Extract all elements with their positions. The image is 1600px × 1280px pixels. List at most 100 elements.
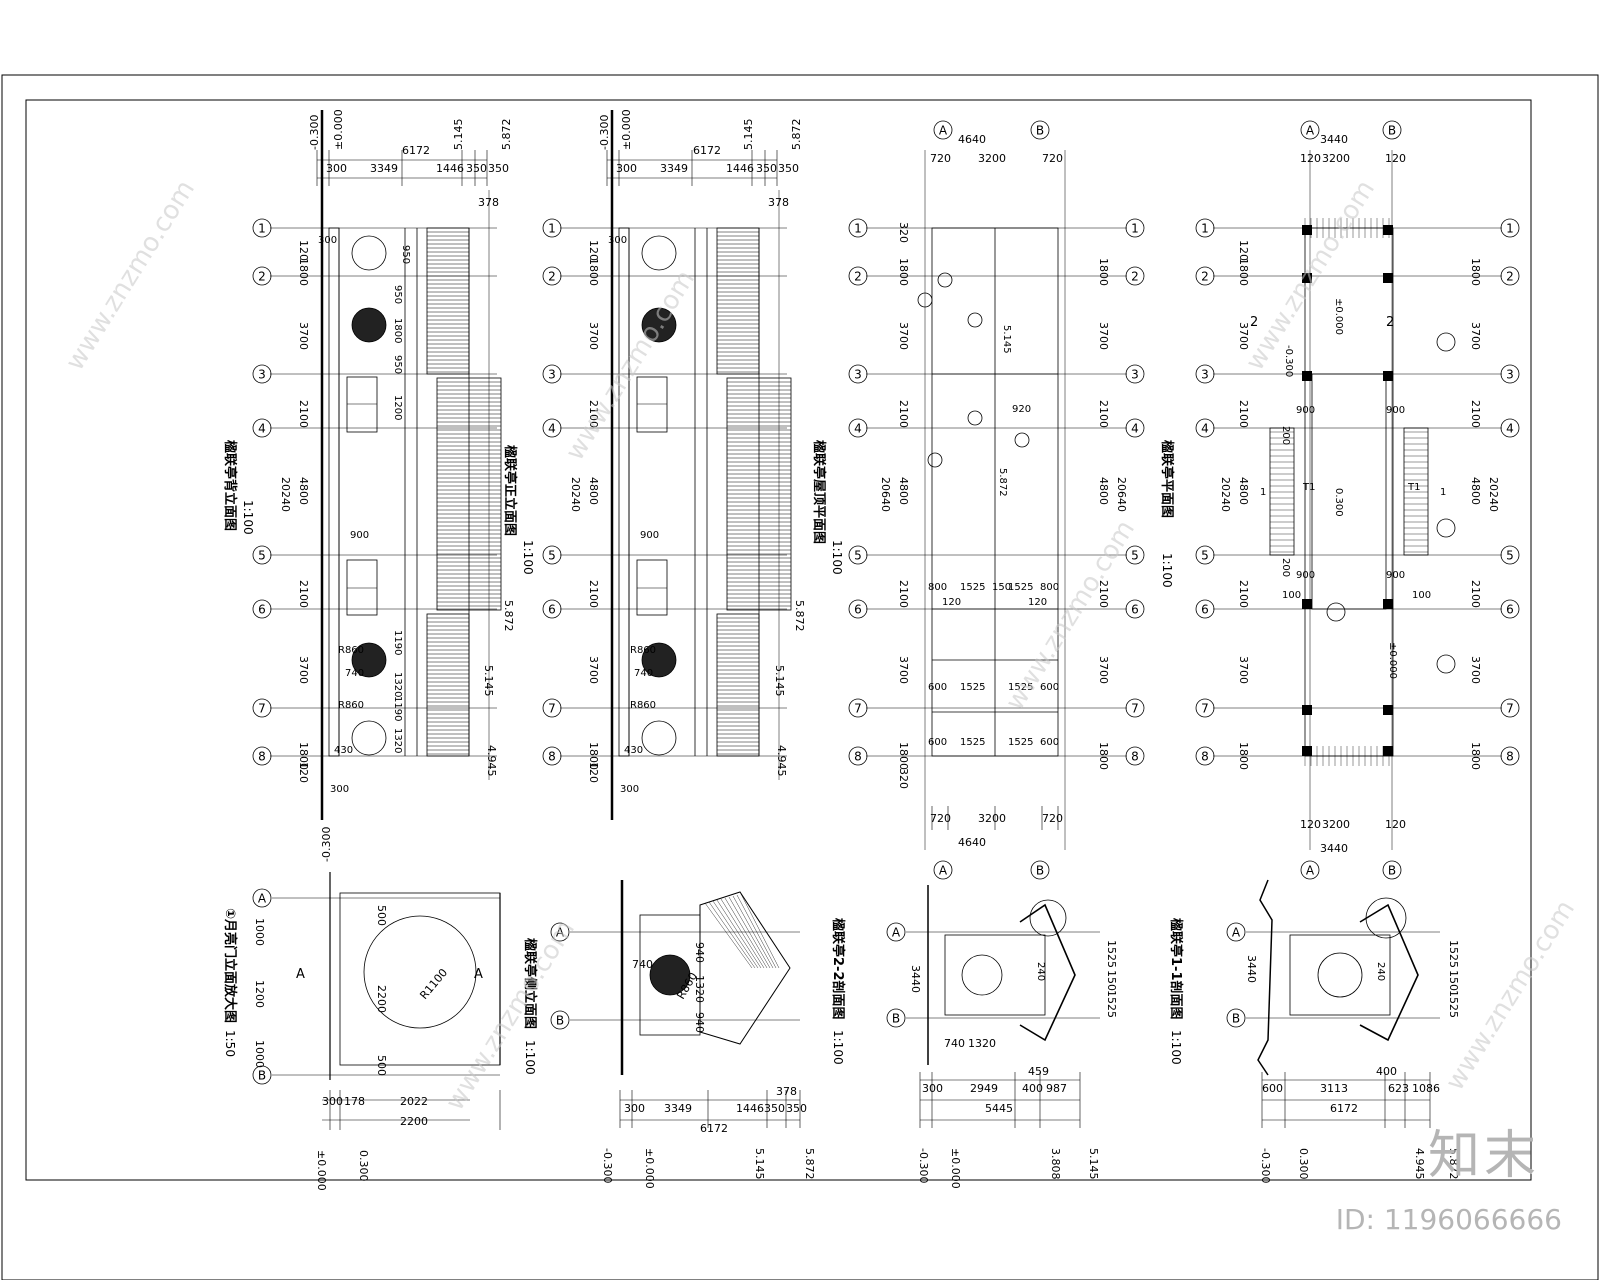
wall-strip bbox=[328, 227, 340, 757]
svg-text:430: 430 bbox=[624, 745, 643, 756]
svg-text:178: 178 bbox=[344, 1095, 365, 1108]
grid-number: 5 bbox=[1131, 549, 1139, 563]
svg-text:1446: 1446 bbox=[436, 162, 464, 175]
svg-text:1: 1 bbox=[1260, 487, 1266, 498]
svg-text:600: 600 bbox=[1262, 1082, 1283, 1095]
axis-letter: A bbox=[556, 926, 565, 940]
column-pier bbox=[1383, 746, 1393, 756]
roof-tile-line bbox=[732, 895, 774, 969]
grid-bubble bbox=[848, 266, 868, 286]
svg-text:720: 720 bbox=[1042, 152, 1063, 165]
grid-number: 6 bbox=[854, 603, 862, 617]
svg-text:5.872: 5.872 bbox=[502, 600, 515, 632]
svg-text:1: 1 bbox=[1440, 487, 1446, 498]
grid-number: 4 bbox=[1201, 422, 1209, 436]
svg-text:3349: 3349 bbox=[664, 1102, 692, 1115]
grid-number: 6 bbox=[1131, 603, 1139, 617]
svg-text:300: 300 bbox=[322, 1095, 343, 1108]
svg-text:740: 740 bbox=[634, 668, 653, 679]
svg-text:3700: 3700 bbox=[587, 322, 600, 350]
grid-number: 2 bbox=[854, 270, 862, 284]
grid-number: 5 bbox=[548, 549, 556, 563]
grid-bubble bbox=[542, 698, 562, 718]
grid-number: 6 bbox=[258, 603, 266, 617]
moongate-labels: -0.300 1000 1200 1000 500 2200 500 R1100… bbox=[253, 827, 483, 1191]
axis-bubble bbox=[886, 1008, 906, 1028]
svg-text:900: 900 bbox=[1296, 405, 1315, 416]
grid-bubble bbox=[1195, 599, 1215, 619]
svg-text:4.945: 4.945 bbox=[775, 745, 788, 777]
svg-text:-0.300: -0.300 bbox=[601, 1148, 614, 1183]
svg-text:-0.300: -0.300 bbox=[320, 827, 333, 862]
svg-text:±0.000: ±0.000 bbox=[315, 1150, 328, 1191]
svg-text:3200: 3200 bbox=[1322, 152, 1350, 165]
svg-text:120: 120 bbox=[1300, 152, 1321, 165]
svg-text:1800: 1800 bbox=[1469, 258, 1482, 286]
grid-number: 3 bbox=[1506, 368, 1514, 382]
svg-text:3440: 3440 bbox=[1320, 133, 1348, 146]
svg-text:940: 940 bbox=[693, 1012, 706, 1033]
svg-text:500: 500 bbox=[375, 905, 388, 926]
door-panel bbox=[636, 559, 668, 616]
grid-bubble bbox=[1195, 418, 1215, 438]
svg-text:300: 300 bbox=[326, 162, 347, 175]
axis-bubble bbox=[1226, 1008, 1246, 1028]
detail-callout bbox=[967, 410, 983, 426]
grid-bubble bbox=[848, 364, 868, 384]
grid-bubble bbox=[848, 599, 868, 619]
detail-callout bbox=[1326, 602, 1346, 622]
svg-text:1525: 1525 bbox=[1447, 940, 1460, 968]
grid-number: 3 bbox=[1201, 368, 1209, 382]
grid-bubble bbox=[848, 698, 868, 718]
grid-bubble bbox=[542, 418, 562, 438]
svg-text:5.872: 5.872 bbox=[500, 119, 513, 151]
grid-bubble bbox=[542, 599, 562, 619]
scale-sec22: 1:100 bbox=[831, 1030, 845, 1065]
grid-bubble bbox=[1125, 599, 1145, 619]
grid-bubble bbox=[1500, 364, 1520, 384]
svg-text:1525: 1525 bbox=[1008, 737, 1033, 748]
svg-text:0.300: 0.300 bbox=[1333, 488, 1344, 517]
round-shrub bbox=[1317, 952, 1363, 998]
grid-number: 8 bbox=[1131, 750, 1139, 764]
svg-text:4.945: 4.945 bbox=[1413, 1148, 1426, 1180]
grid-bubble bbox=[848, 218, 868, 238]
svg-text:378: 378 bbox=[768, 196, 789, 209]
grid-bubble bbox=[1125, 545, 1145, 565]
svg-text:350: 350 bbox=[764, 1102, 785, 1115]
svg-text:300: 300 bbox=[620, 784, 639, 795]
roof-tile-line bbox=[720, 898, 765, 969]
svg-text:±0.000: ±0.000 bbox=[1333, 298, 1344, 335]
grid-number: 8 bbox=[1506, 750, 1514, 764]
svg-text:240: 240 bbox=[1035, 962, 1046, 981]
axis-bubble bbox=[1300, 860, 1320, 880]
svg-text:320: 320 bbox=[897, 222, 910, 243]
svg-text:600: 600 bbox=[928, 682, 947, 693]
round-shrub bbox=[641, 642, 677, 678]
ground-line bbox=[1257, 879, 1273, 1076]
axis-letter: A bbox=[258, 892, 267, 906]
svg-text:300: 300 bbox=[318, 235, 337, 246]
svg-text:20240: 20240 bbox=[1219, 477, 1232, 512]
svg-text:2100: 2100 bbox=[587, 580, 600, 608]
axis-letter: A bbox=[892, 926, 901, 940]
svg-text:940: 940 bbox=[693, 942, 706, 963]
svg-text:5.145: 5.145 bbox=[452, 119, 465, 151]
svg-text:1800: 1800 bbox=[1469, 742, 1482, 770]
axis-letter: B bbox=[258, 1069, 266, 1083]
svg-text:100: 100 bbox=[1282, 590, 1301, 601]
moongate-opening bbox=[363, 915, 477, 1029]
svg-text:20240: 20240 bbox=[1487, 477, 1500, 512]
svg-text:3440: 3440 bbox=[909, 965, 922, 993]
grid-bubble bbox=[1500, 545, 1520, 565]
axis-letter: B bbox=[1036, 124, 1044, 138]
svg-text:120: 120 bbox=[297, 240, 310, 261]
svg-text:-0.300: -0.300 bbox=[598, 115, 611, 150]
column-pier bbox=[1302, 705, 1312, 715]
roof-tile-line bbox=[704, 902, 753, 969]
grid-bubble bbox=[1195, 218, 1215, 238]
svg-text:5.145: 5.145 bbox=[742, 119, 755, 151]
svg-text:1525: 1525 bbox=[1447, 990, 1460, 1018]
svg-text:4800: 4800 bbox=[587, 477, 600, 505]
roof-internal-dims: 800 1525 150 1525 800 120 120 600 1525 1… bbox=[928, 325, 1059, 748]
